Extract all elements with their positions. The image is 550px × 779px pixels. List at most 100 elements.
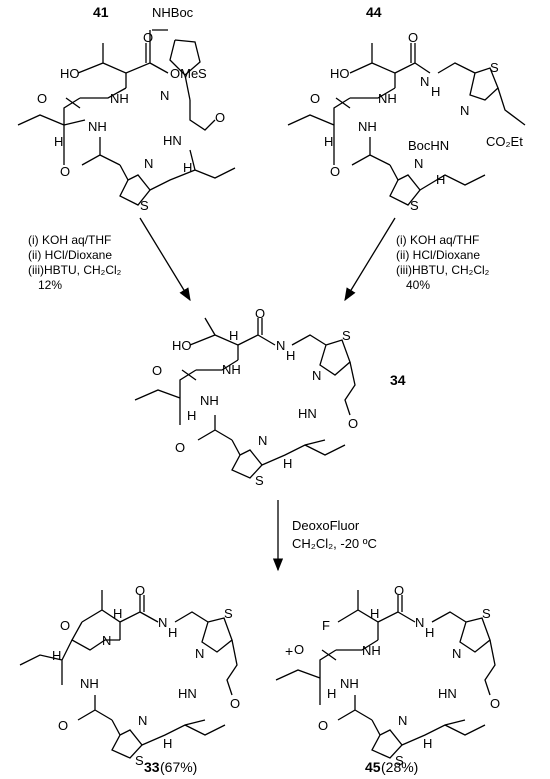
svg-text:N: N bbox=[195, 646, 204, 661]
svg-text:S: S bbox=[135, 753, 144, 768]
svg-text:NH: NH bbox=[378, 91, 397, 106]
svg-text:H: H bbox=[370, 606, 379, 621]
svg-text:H: H bbox=[327, 686, 336, 701]
svg-text:O: O bbox=[394, 583, 404, 598]
svg-text:O: O bbox=[215, 110, 225, 125]
svg-text:F: F bbox=[322, 618, 330, 633]
conditions-left-step-1: (i) KOH aq/THF bbox=[28, 233, 112, 247]
svg-text:O: O bbox=[490, 696, 500, 711]
svg-text:S: S bbox=[224, 606, 233, 621]
svg-text:NH: NH bbox=[110, 91, 129, 106]
conditions-bottom: DeoxoFluor CH₂Cl₂, -20 ºC bbox=[292, 517, 377, 553]
svg-text:S: S bbox=[140, 198, 149, 213]
svg-text:S: S bbox=[395, 753, 404, 768]
svg-text:O: O bbox=[310, 91, 320, 106]
svg-text:O: O bbox=[58, 718, 68, 733]
svg-text:HO: HO bbox=[172, 338, 192, 353]
svg-text:S: S bbox=[410, 198, 419, 213]
yield-45: (28%) bbox=[381, 759, 418, 775]
svg-text:NH: NH bbox=[358, 119, 377, 134]
svg-text:H: H bbox=[229, 328, 238, 343]
svg-text:O: O bbox=[330, 164, 340, 179]
svg-text:HO: HO bbox=[60, 66, 80, 81]
plus-sign: + bbox=[285, 643, 293, 659]
svg-text:BocHN: BocHN bbox=[408, 138, 449, 153]
compound-34: HO H O N H S N O 34 NH O H NH O N S HN H bbox=[134, 306, 406, 488]
svg-text:N: N bbox=[144, 156, 153, 171]
svg-text:O: O bbox=[318, 718, 328, 733]
conditions-left-yield: 12% bbox=[38, 278, 63, 292]
svg-text:H: H bbox=[283, 456, 292, 471]
conditions-left-step-2: (ii) HCl/Dioxane bbox=[28, 248, 113, 262]
svg-text:O: O bbox=[135, 583, 145, 598]
svg-text:HN: HN bbox=[178, 686, 197, 701]
svg-text:H: H bbox=[436, 172, 445, 187]
svg-text:NHBoc: NHBoc bbox=[152, 5, 194, 20]
svg-text:NH: NH bbox=[222, 362, 241, 377]
svg-text:S: S bbox=[482, 606, 491, 621]
svg-text:S: S bbox=[198, 66, 207, 81]
compound-label-44: 44 bbox=[366, 4, 382, 20]
yield-33: (67%) bbox=[160, 759, 197, 775]
svg-text:N: N bbox=[160, 88, 169, 103]
compound-label-45: 45 bbox=[365, 759, 381, 775]
svg-text:HO: HO bbox=[330, 66, 350, 81]
svg-text:H: H bbox=[113, 606, 122, 621]
svg-text:N: N bbox=[460, 103, 469, 118]
compound-label-41: 41 bbox=[93, 4, 109, 20]
conditions-bottom-solvent: CH₂Cl₂, -20 ºC bbox=[292, 536, 377, 551]
svg-text:O: O bbox=[230, 696, 240, 711]
svg-text:H: H bbox=[187, 408, 196, 423]
svg-text:NH: NH bbox=[88, 119, 107, 134]
svg-text:H: H bbox=[425, 625, 434, 640]
svg-text:O: O bbox=[60, 164, 70, 179]
svg-text:N: N bbox=[102, 633, 111, 648]
svg-text:S: S bbox=[255, 473, 264, 488]
svg-text:N: N bbox=[312, 368, 321, 383]
svg-text:O: O bbox=[60, 618, 70, 633]
svg-text:H: H bbox=[286, 348, 295, 363]
svg-text:N: N bbox=[138, 713, 147, 728]
svg-text:CO₂Et: CO₂Et bbox=[486, 134, 523, 149]
svg-text:O: O bbox=[152, 363, 162, 378]
svg-text:H: H bbox=[52, 648, 61, 663]
svg-text:H: H bbox=[168, 625, 177, 640]
svg-text:S: S bbox=[490, 60, 499, 75]
svg-text:O: O bbox=[175, 440, 185, 455]
conditions-right-step-1: (i) KOH aq/THF bbox=[396, 233, 480, 247]
svg-text:H: H bbox=[324, 134, 333, 149]
svg-text:O: O bbox=[37, 91, 47, 106]
svg-text:O: O bbox=[255, 306, 265, 321]
svg-text:N: N bbox=[276, 338, 285, 353]
svg-text:O: O bbox=[348, 416, 358, 431]
svg-text:HN: HN bbox=[438, 686, 457, 701]
svg-text:N: N bbox=[414, 156, 423, 171]
svg-text:H: H bbox=[183, 160, 192, 175]
svg-text:N: N bbox=[420, 74, 429, 89]
conditions-right-step-2: (ii) HCl/Dioxane bbox=[396, 248, 481, 262]
arrow-41-to-34 bbox=[139, 217, 191, 302]
compound-45: F H O N H S N O NH O H NH O N S HN H 45 … bbox=[275, 583, 500, 775]
svg-text:N: N bbox=[258, 433, 267, 448]
compound-41: 41 HO O OMe NH O H NH O N S HN H NHBoc S… bbox=[17, 4, 236, 213]
svg-text:HN: HN bbox=[163, 133, 182, 148]
svg-text:H: H bbox=[423, 736, 432, 751]
compound-label-34: 34 bbox=[390, 372, 406, 388]
conditions-left-step-3: (iii)HBTU, CH₂Cl₂ bbox=[28, 263, 122, 277]
svg-text:N: N bbox=[415, 615, 424, 630]
svg-text:S: S bbox=[342, 328, 351, 343]
svg-text:O: O bbox=[408, 30, 418, 45]
svg-text:N: N bbox=[452, 646, 461, 661]
svg-text:NH: NH bbox=[340, 676, 359, 691]
svg-text:H: H bbox=[431, 84, 440, 99]
conditions-left: (i) KOH aq/THF (ii) HCl/Dioxane (iii)HBT… bbox=[28, 233, 121, 293]
compound-label-33: 33 bbox=[144, 759, 160, 775]
svg-text:O: O bbox=[143, 30, 153, 45]
svg-text:NH: NH bbox=[80, 676, 99, 691]
svg-text:NH: NH bbox=[362, 643, 381, 658]
svg-text:H: H bbox=[163, 736, 172, 751]
conditions-right-yield: 40% bbox=[406, 278, 431, 292]
svg-text:N: N bbox=[398, 713, 407, 728]
svg-text:NH: NH bbox=[200, 393, 219, 408]
